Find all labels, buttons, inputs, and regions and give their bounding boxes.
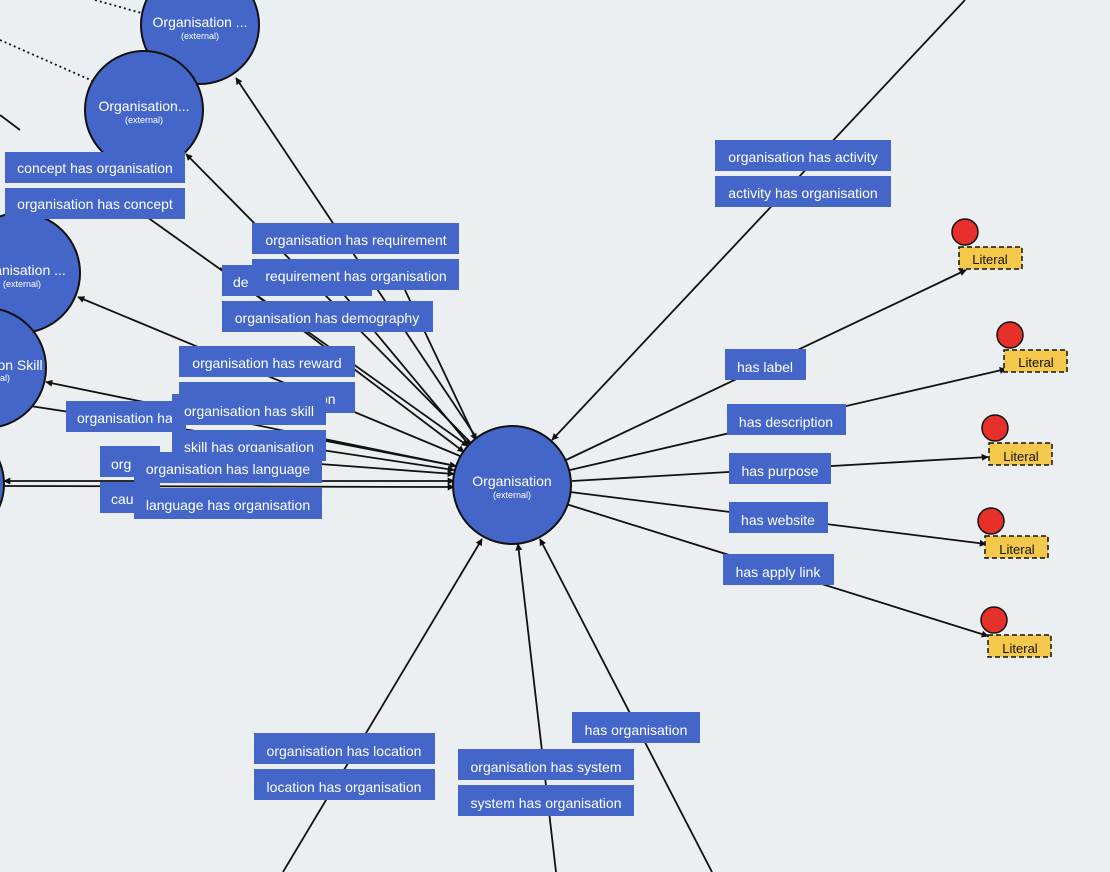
- property-label-organisation-has-language[interactable]: organisation has language: [134, 452, 322, 483]
- svg-text:org: org: [111, 456, 131, 472]
- literal-node-apply-link[interactable]: Literal: [980, 606, 1052, 658]
- property-label-language-has-organisation[interactable]: language has organisation: [134, 488, 322, 519]
- node-subtitle: (external): [3, 279, 41, 289]
- dotted-edge-top: [94, 0, 146, 15]
- property-label-has-label[interactable]: has label: [725, 349, 806, 380]
- svg-text:Literal: Literal: [972, 252, 1008, 267]
- property-label-organisation-has-system[interactable]: organisation has system: [458, 749, 634, 780]
- svg-text:location has organisation: location has organisation: [267, 779, 422, 795]
- node-subtitle: (external): [125, 115, 163, 125]
- node-subtitle: (external): [493, 490, 531, 500]
- class-node-top-b[interactable]: Organisation... (external): [84, 50, 204, 170]
- property-label-has-description[interactable]: has description: [727, 404, 846, 435]
- edge-system: [515, 543, 557, 872]
- edge-activity: [551, 0, 966, 441]
- property-label-has-organisation[interactable]: has organisation: [572, 712, 700, 743]
- edge-language: [319, 463, 455, 478]
- edge-location: [282, 538, 483, 872]
- node-subtitle: (external): [181, 31, 219, 41]
- literal-node-label[interactable]: Literal: [951, 218, 1023, 270]
- svg-text:organisation has activity: organisation has activity: [728, 149, 877, 165]
- node-title: on Skill: [0, 357, 43, 373]
- svg-text:has purpose: has purpose: [741, 463, 818, 479]
- property-label-organisation-has-concept[interactable]: organisation has concept: [5, 188, 185, 219]
- svg-text:organisation has demography: organisation has demography: [235, 310, 419, 326]
- svg-text:organisation has reward: organisation has reward: [192, 355, 341, 371]
- datatype-marker: [980, 606, 1008, 634]
- svg-text:organisation ha: organisation ha: [77, 410, 173, 426]
- svg-text:Literal: Literal: [1003, 449, 1039, 464]
- property-label-organisation-has-activity[interactable]: organisation has activity: [715, 140, 891, 171]
- svg-text:cau: cau: [111, 491, 134, 507]
- svg-text:has label: has label: [737, 359, 793, 375]
- svg-text:Literal: Literal: [999, 542, 1035, 557]
- class-node-left-b[interactable]: on Skill al): [0, 308, 47, 428]
- class-node-left-c[interactable]: [0, 426, 5, 542]
- svg-text:organisation has system: organisation has system: [471, 759, 622, 775]
- node-title: Organisation...: [98, 98, 189, 114]
- node-subtitle: al): [0, 373, 10, 383]
- node-title: Organisation: [472, 473, 551, 489]
- svg-text:activity has organisation: activity has organisation: [728, 185, 877, 201]
- property-labels: concept has organisation organisation ha…: [5, 140, 891, 816]
- property-label-location-has-organisation[interactable]: location has organisation: [254, 769, 435, 800]
- edge-has-organisation: [539, 538, 713, 872]
- datatype-marker: [981, 414, 1009, 442]
- literal-node-website[interactable]: Literal: [977, 507, 1049, 559]
- property-label-has-website[interactable]: has website: [729, 502, 828, 533]
- node-title: Organisation ...: [153, 14, 248, 30]
- datatype-marker: [996, 321, 1024, 349]
- property-label-system-has-organisation[interactable]: system has organisation: [458, 785, 634, 816]
- dotted-edge-top-b: [0, 39, 96, 83]
- property-label-organisation-has-demography[interactable]: organisation has demography: [222, 301, 433, 332]
- property-label-has-apply-link[interactable]: has apply link: [723, 554, 834, 585]
- svg-text:organisation has language: organisation has language: [146, 461, 310, 477]
- class-node-center[interactable]: Organisation (external): [452, 425, 572, 545]
- svg-text:organisation has requirement: organisation has requirement: [265, 232, 446, 248]
- property-label-organisation-has-requirement[interactable]: organisation has requirement: [252, 223, 459, 254]
- property-label-requirement-has-organisation[interactable]: requirement has organisation: [252, 259, 459, 290]
- edge-to-top-b: [185, 153, 473, 445]
- svg-text:has description: has description: [739, 414, 833, 430]
- property-label-organisation-ha[interactable]: organisation ha: [66, 401, 186, 432]
- svg-text:requirement has organisation: requirement has organisation: [265, 268, 446, 284]
- svg-text:organisation has skill: organisation has skill: [184, 403, 314, 419]
- literal-node-purpose[interactable]: Literal: [981, 414, 1053, 466]
- edge-concept-left: [0, 114, 21, 131]
- literal-nodes: Literal Literal Literal Literal Literal: [951, 218, 1068, 658]
- property-label-organisation-has-reward[interactable]: organisation has reward: [179, 346, 355, 377]
- svg-text:has apply link: has apply link: [736, 564, 822, 580]
- node-title: anisation ...: [0, 262, 66, 278]
- svg-text:has website: has website: [741, 512, 815, 528]
- property-label-organisation-has-skill[interactable]: organisation has skill: [172, 394, 326, 425]
- svg-text:organisation has location: organisation has location: [267, 743, 422, 759]
- svg-text:concept has organisation: concept has organisation: [17, 160, 173, 176]
- svg-text:has organisation: has organisation: [585, 722, 688, 738]
- class-node-left-a[interactable]: anisation ... (external): [0, 212, 81, 334]
- literal-node-description[interactable]: Literal: [996, 321, 1068, 373]
- datatype-marker: [951, 218, 979, 246]
- svg-text:language has organisation: language has organisation: [146, 497, 310, 513]
- svg-text:de: de: [233, 274, 249, 290]
- svg-text:skill has organisation: skill has organisation: [184, 439, 314, 455]
- property-label-organisation-has-location[interactable]: organisation has location: [254, 733, 435, 764]
- property-label-has-purpose[interactable]: has purpose: [729, 453, 831, 484]
- svg-text:Literal: Literal: [1002, 641, 1038, 656]
- property-label-activity-has-organisation[interactable]: activity has organisation: [715, 176, 891, 207]
- svg-text:organisation has concept: organisation has concept: [17, 196, 173, 212]
- svg-text:system has organisation: system has organisation: [471, 795, 622, 811]
- edge-left-c-2: [3, 483, 455, 491]
- property-label-concept-has-organisation[interactable]: concept has organisation: [5, 152, 185, 183]
- datatype-marker: [977, 507, 1005, 535]
- svg-text:Literal: Literal: [1018, 355, 1054, 370]
